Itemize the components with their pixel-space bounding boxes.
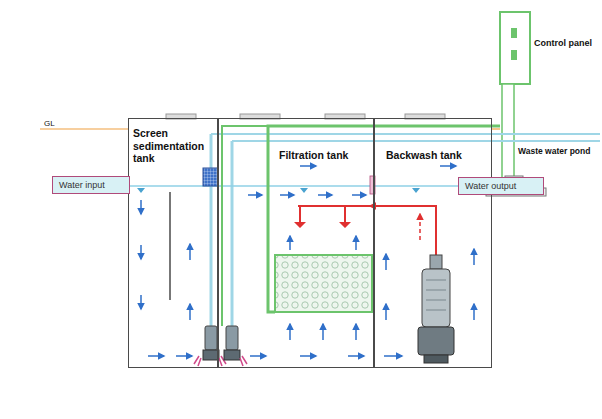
flow-arrow bbox=[473, 249, 475, 265]
flow-arrow bbox=[189, 304, 191, 320]
level-mark bbox=[137, 188, 420, 193]
sedimentation-pump bbox=[224, 326, 247, 366]
flow-arrow bbox=[352, 194, 366, 196]
panel-heading: Control panel bbox=[534, 38, 564, 48]
flow-arrow bbox=[289, 236, 291, 250]
pump-base bbox=[224, 350, 240, 360]
pump-flow bbox=[240, 356, 247, 366]
flow-arrow bbox=[385, 304, 387, 320]
sedimentation-pump bbox=[194, 326, 226, 366]
tank-title: Filtration tank bbox=[279, 149, 369, 162]
flow-arrow bbox=[355, 236, 357, 250]
flow-arrow bbox=[348, 355, 364, 357]
backwash-tank: Backwash tank bbox=[374, 118, 492, 368]
pump-motor bbox=[422, 269, 450, 327]
flow-arrow bbox=[473, 304, 475, 320]
pump-body bbox=[205, 326, 217, 350]
panel-indicator bbox=[511, 50, 517, 60]
riser-pipe bbox=[210, 134, 213, 326]
pipe-label: Water input bbox=[59, 180, 105, 190]
panel-cabinet bbox=[500, 12, 530, 84]
baffle-wall bbox=[169, 192, 171, 300]
backwash-pipe bbox=[298, 206, 436, 255]
flow-arrow bbox=[140, 295, 142, 309]
flow-arrow bbox=[289, 324, 291, 340]
ground-line bbox=[40, 128, 128, 129]
flow-arrow bbox=[355, 324, 357, 340]
flow-arrow bbox=[300, 355, 316, 357]
ground-line bbox=[492, 128, 500, 129]
spray-nozzle bbox=[294, 222, 351, 228]
flow-arrow bbox=[140, 245, 142, 259]
pipe-label: Water output bbox=[465, 181, 516, 191]
backwash-pump bbox=[418, 255, 454, 363]
flow-arrow bbox=[148, 355, 164, 357]
flow-arrow bbox=[248, 194, 262, 196]
backwash-drop bbox=[300, 206, 345, 222]
tank-title: Screen sedimentation tank bbox=[133, 127, 203, 165]
outlet-label: Waste water pond bbox=[518, 146, 590, 156]
ground-level-label: GL bbox=[44, 119, 55, 128]
flow-arrow bbox=[370, 205, 390, 207]
inlet-pipe: Water input bbox=[52, 176, 130, 194]
control-wire bbox=[222, 126, 268, 326]
flow-arrow bbox=[385, 254, 387, 270]
water-level bbox=[128, 185, 492, 187]
waste-pipe bbox=[232, 140, 600, 142]
pump-flow bbox=[194, 356, 226, 366]
pump-base bbox=[203, 350, 219, 360]
tank-title: Backwash tank bbox=[386, 149, 487, 162]
flow-arrow bbox=[440, 165, 456, 167]
panel-pole bbox=[502, 84, 514, 188]
control-panel: Control panel bbox=[500, 12, 530, 188]
filtration-tank: Filtration tank bbox=[218, 118, 374, 368]
flow-arrow bbox=[189, 244, 191, 260]
pump-outlet bbox=[430, 255, 442, 269]
flow-arrow bbox=[280, 194, 294, 196]
flow-arrow bbox=[322, 324, 324, 340]
bar-screen bbox=[203, 168, 218, 186]
sedimentation-tank: Screen sedimentation tank bbox=[128, 118, 218, 368]
filter-media bbox=[275, 255, 372, 312]
riser-pipe bbox=[231, 141, 234, 326]
flow-arrow bbox=[318, 194, 332, 196]
pump-stand bbox=[424, 355, 448, 363]
outlet-pipe: Water output bbox=[458, 177, 544, 195]
pump-casing bbox=[418, 327, 454, 355]
control-wire bbox=[268, 126, 374, 312]
control-wire bbox=[374, 125, 500, 128]
flow-arrow bbox=[419, 214, 421, 240]
flow-arrow bbox=[140, 200, 142, 214]
motor-ribs bbox=[426, 280, 446, 310]
panel-indicator bbox=[511, 28, 517, 38]
flow-arrow bbox=[384, 355, 402, 357]
flow-arrow bbox=[300, 165, 316, 167]
pump-body bbox=[226, 326, 238, 350]
flow-arrow bbox=[176, 355, 192, 357]
flow-arrows bbox=[70, 166, 474, 356]
flow-arrow bbox=[250, 355, 266, 357]
